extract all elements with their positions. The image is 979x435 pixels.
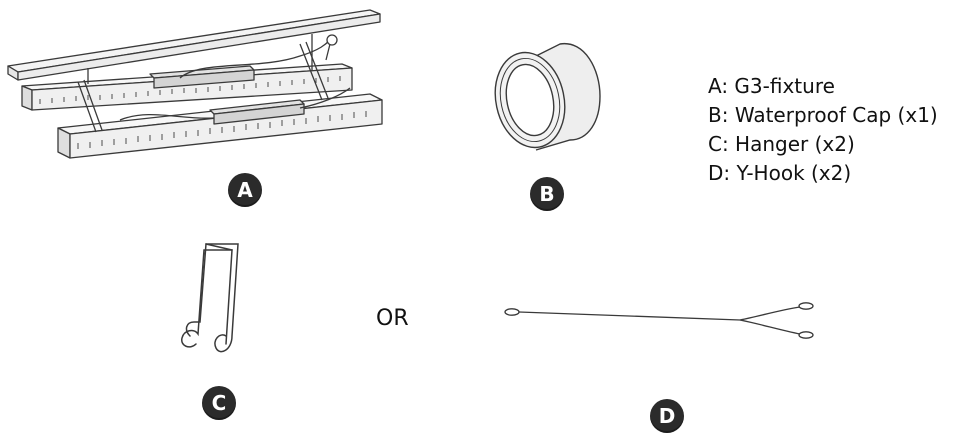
or-label: OR bbox=[376, 306, 409, 331]
legend-item-d: D: Y-Hook (x2) bbox=[708, 161, 852, 185]
badge-d: D bbox=[650, 399, 684, 433]
waterproof-cap-icon bbox=[494, 43, 601, 151]
badge-b: B bbox=[530, 177, 564, 211]
parts-legend: A: G3-fixture B: Waterproof Cap (x1) C: … bbox=[708, 72, 938, 188]
g3-fixture-icon bbox=[7, 9, 383, 159]
hanger-icon bbox=[181, 243, 239, 353]
legend-item-b: B: Waterproof Cap (x1) bbox=[708, 103, 938, 127]
legend-item-a: A: G3-fixture bbox=[708, 74, 835, 98]
badge-c: C bbox=[202, 386, 236, 420]
legend-item-c: C: Hanger (x2) bbox=[708, 132, 855, 156]
badge-a: A bbox=[228, 173, 262, 207]
y-hook-icon bbox=[504, 302, 814, 339]
